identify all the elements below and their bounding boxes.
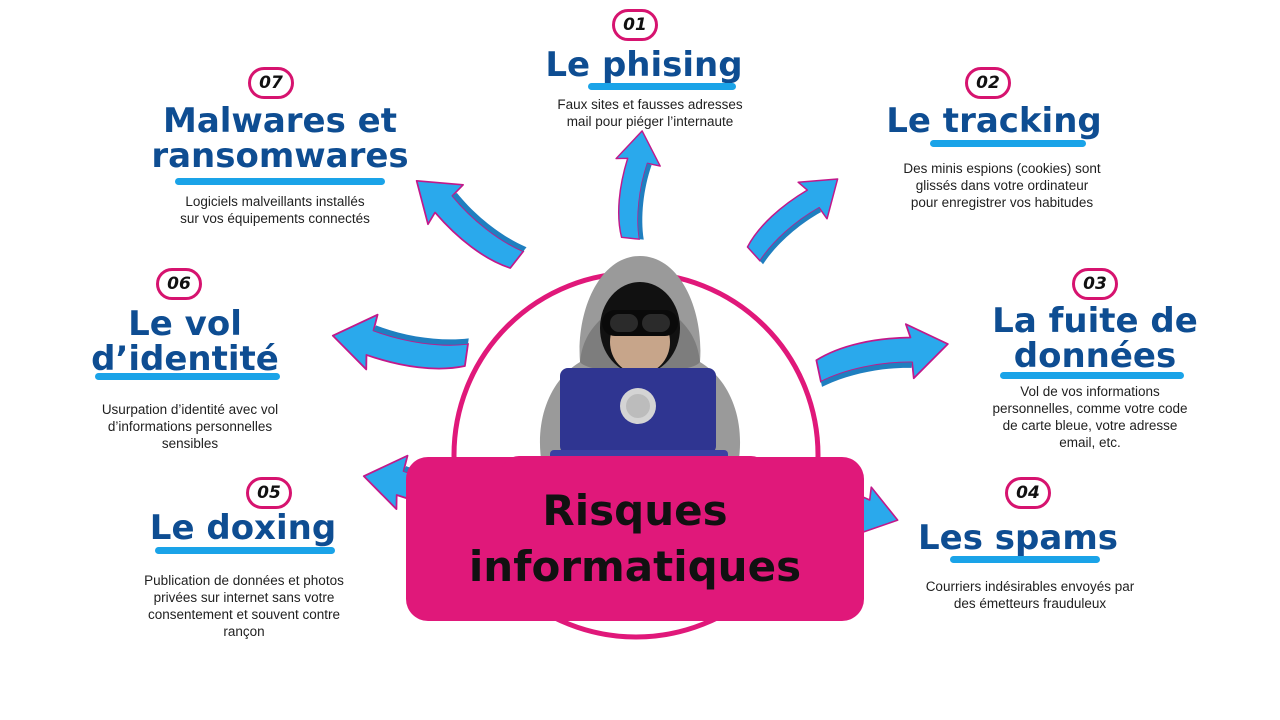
- item-07-underline: [175, 178, 385, 185]
- item-01-number-badge: 01: [612, 9, 658, 41]
- item-05-title: Le doxing: [149, 508, 337, 548]
- item-04-underline: [950, 556, 1100, 563]
- arrow-07-icon: [399, 159, 534, 282]
- item-06-title: Le vol d’identité: [91, 304, 279, 379]
- item-05-description: Publication de données et photos privées…: [144, 573, 344, 639]
- item-03-title: La fuite de données: [992, 301, 1198, 376]
- item-03-description: Vol de vos informations personnelles, co…: [992, 384, 1188, 450]
- item-07-number-badge: 07: [248, 67, 294, 99]
- item-01-underline: [588, 83, 736, 90]
- item-04-title: Les spams: [918, 518, 1118, 558]
- arrow-06-icon: [327, 308, 472, 384]
- center-title: Risques informatiques: [406, 457, 864, 621]
- item-06-description: Usurpation d’identité avec vol d’informa…: [101, 402, 279, 451]
- item-06-underline: [95, 373, 280, 380]
- item-01-title: Le phising: [545, 45, 743, 85]
- item-02-description: Des minis espions (cookies) sont glissés…: [903, 161, 1101, 210]
- center-title-text: Risques informatiques: [468, 486, 802, 591]
- item-03-number-badge: 03: [1072, 268, 1118, 300]
- item-07-description: Logiciels malveillants installés sur vos…: [180, 194, 370, 226]
- item-04-number-badge: 04: [1005, 477, 1051, 509]
- arrow-01-icon: [607, 127, 665, 242]
- item-03-underline: [1000, 372, 1184, 379]
- item-06-number-badge: 06: [156, 268, 202, 300]
- item-02-title: Le tracking: [886, 101, 1102, 141]
- item-02-number-badge: 02: [965, 67, 1011, 99]
- item-05-underline: [155, 547, 335, 554]
- item-04-description: Courriers indésirables envoyés par des é…: [925, 579, 1135, 611]
- item-02-underline: [930, 140, 1086, 147]
- item-05-number-badge: 05: [246, 477, 292, 509]
- hacker-illustration: [539, 256, 741, 465]
- item-07-title: Malwares et ransomwares: [151, 101, 409, 176]
- arrow-03-icon: [811, 315, 955, 399]
- item-01-description: Faux sites et fausses adresses mail pour…: [557, 97, 743, 129]
